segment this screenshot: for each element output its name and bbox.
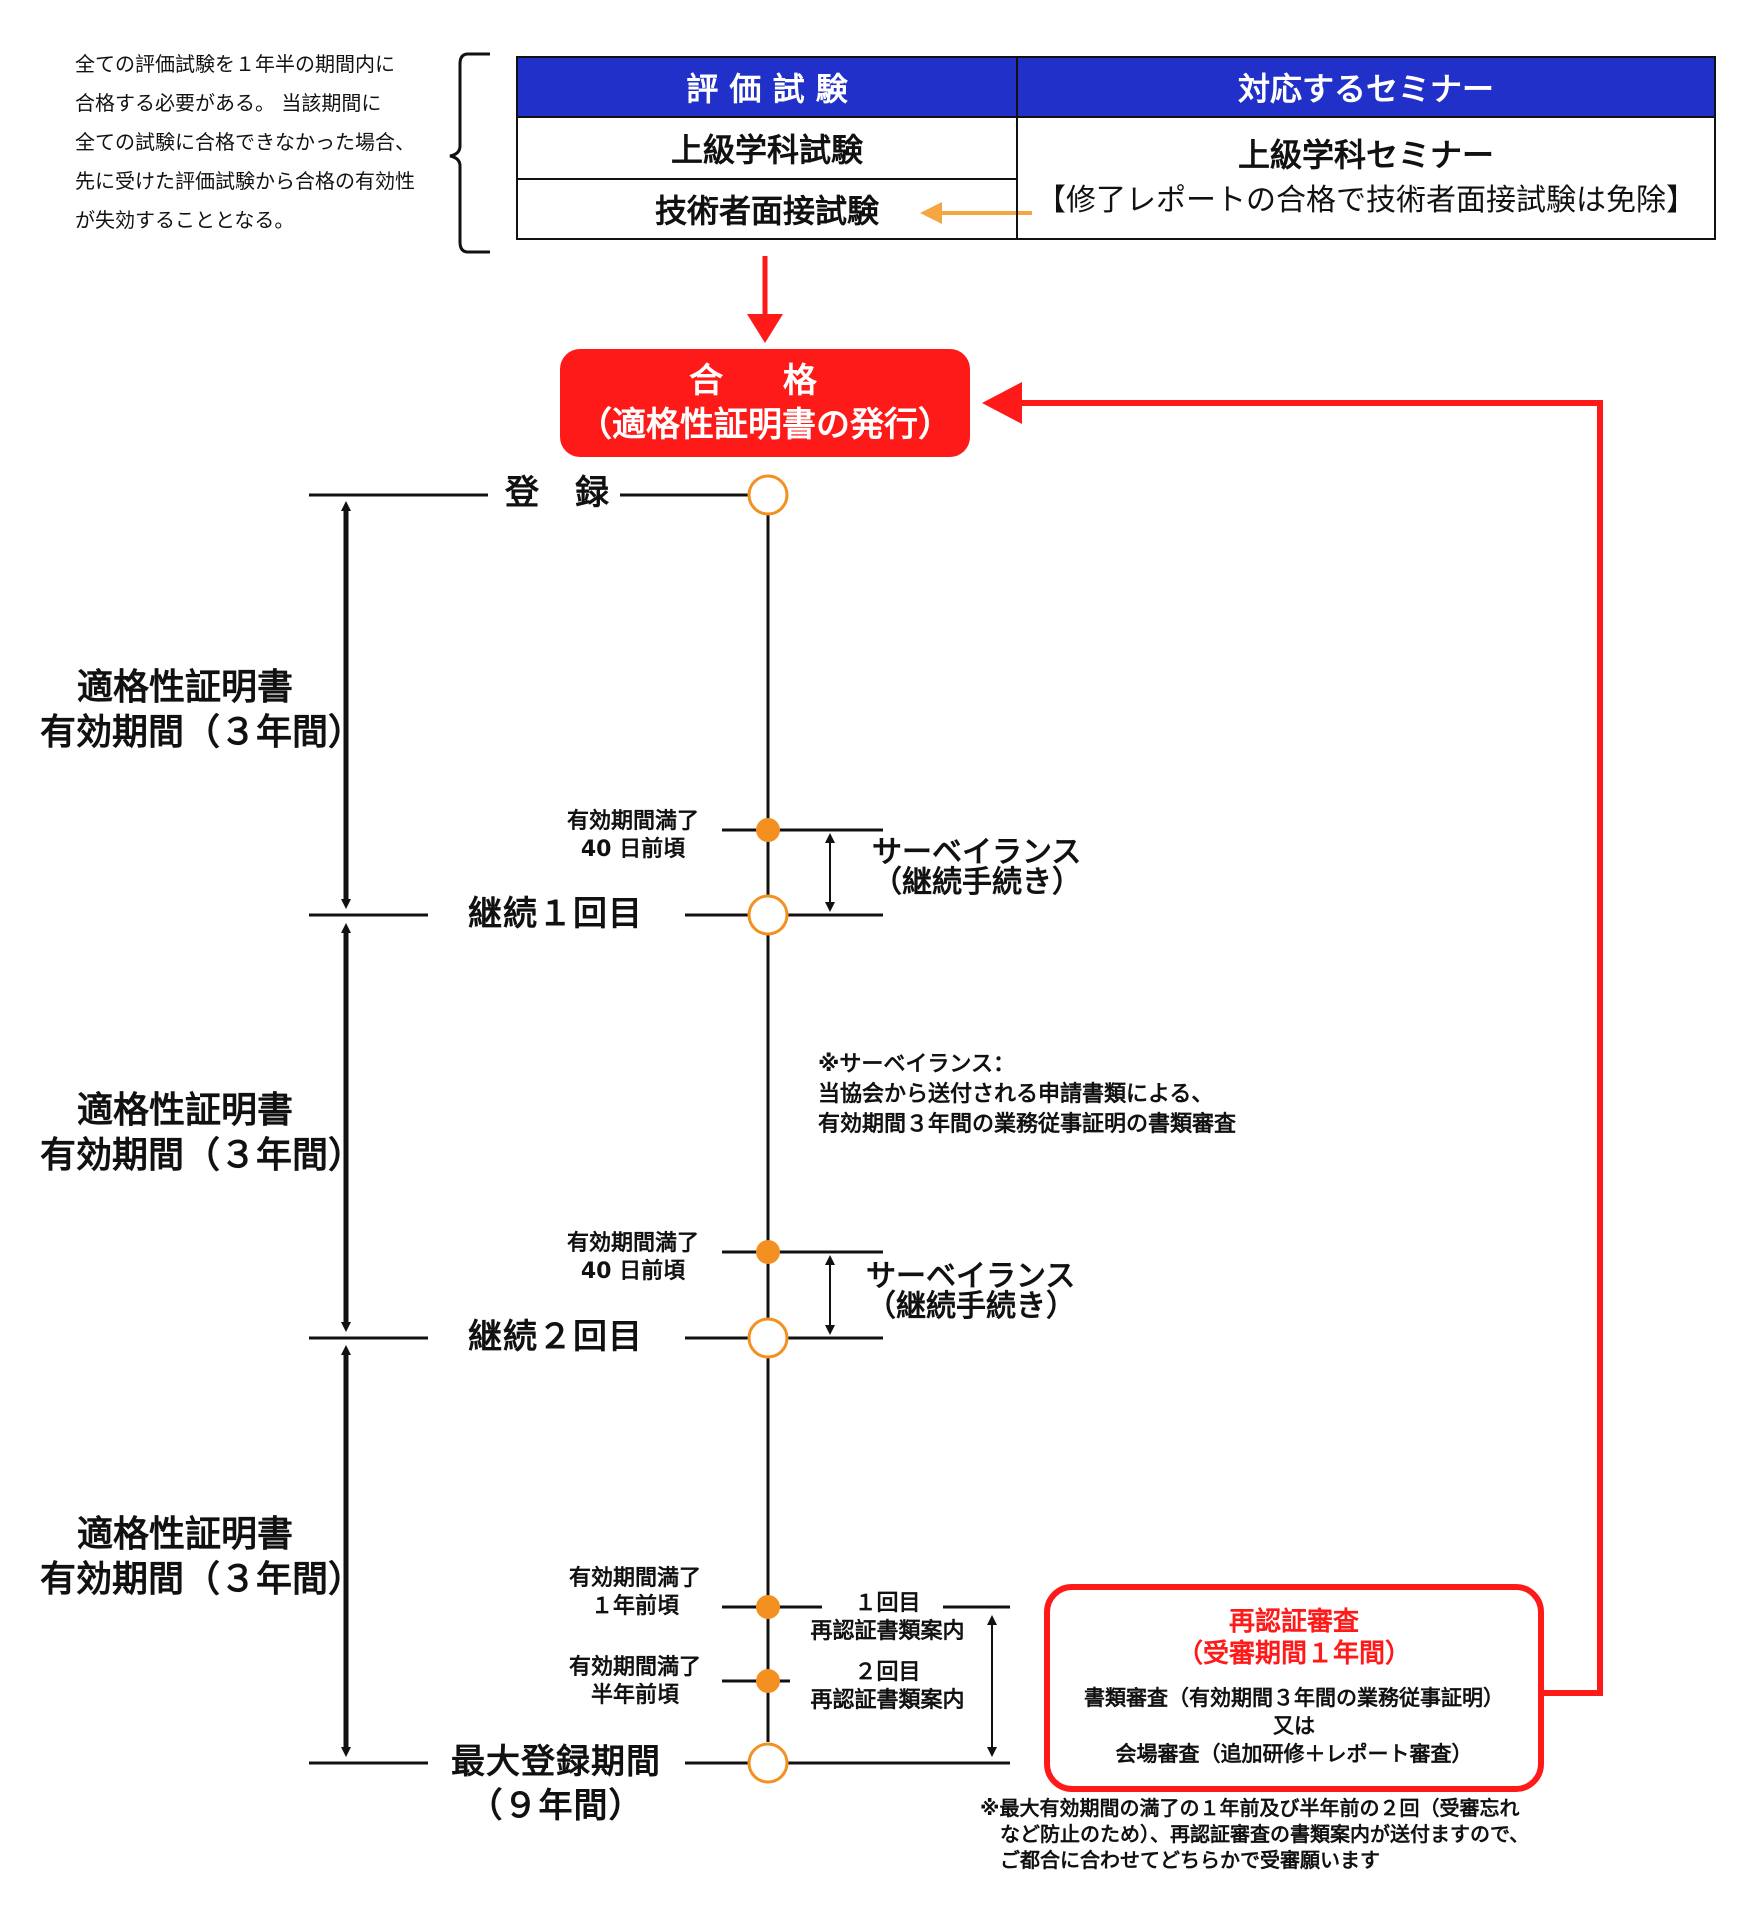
period-label-1: 適格性証明書 有効期間（３年間） — [40, 667, 365, 753]
surveillance-label-1: サーベイランス （継続手続き） — [872, 835, 1082, 900]
recert-return-head — [982, 382, 1022, 424]
header-exam: 評 価 試 験 — [516, 56, 1018, 118]
footer-note: ※最大有効期間の満了の１年前及び半年前の２回（受審忘れ など防止のため）、再認証… — [980, 1796, 1530, 1872]
circle-max — [747, 1742, 789, 1784]
expiry-40days-2: 有効期間満了 40 日前頃 — [566, 1231, 699, 1284]
exam-interview: 技術者面接試験 — [516, 178, 1018, 240]
period-label-3: 適格性証明書 有効期間（３年間） — [40, 1514, 365, 1600]
recert-subtitle: （受審期間１年間） — [1176, 1639, 1411, 1669]
renewal1-label: 継続１回目 — [468, 894, 643, 934]
exam-seminar-table: 評 価 試 験 対応するセミナー 上級学科試験 上級学科セミナー 【修了レポート… — [516, 56, 1716, 240]
brace — [449, 52, 490, 254]
dot-halfyear — [756, 1669, 780, 1693]
seminar-cell: 上級学科セミナー 【修了レポートの合格で技術者面接試験は免除】 — [1016, 116, 1716, 240]
recert-box: 再認証審査 （受審期間１年間） 書類審査（有効期間３年間の業務従事証明） 又は … — [1044, 1584, 1544, 1792]
pass-arrow-head — [747, 314, 783, 343]
recert-line2: 又は — [1273, 1714, 1315, 1738]
recert-line1: 書類審査（有効期間３年間の業務従事証明） — [1084, 1686, 1504, 1710]
expiry-1year: 有効期間満了 １年前頃 — [568, 1566, 701, 1619]
expiry-halfyear: 有効期間満了 半年前頃 — [568, 1655, 701, 1708]
circle-registration — [747, 474, 789, 516]
recert-line3: 会場審査（追加研修＋レポート審査） — [1115, 1742, 1473, 1766]
exam-advanced: 上級学科試験 — [516, 116, 1018, 180]
surveillance-label-2: サーベイランス （継続手続き） — [866, 1259, 1076, 1324]
circle-renewal1 — [747, 894, 789, 936]
registration-label: 登 録 — [505, 473, 610, 513]
validity-note: 全ての評価試験を１年半の期間内に 合格する必要がある。 当該期間に 全ての試験に… — [75, 52, 415, 232]
pass-box: 合 格 （適格性証明書の発行） — [560, 349, 970, 457]
dot-1year — [756, 1595, 780, 1619]
renewal2-label: 継続２回目 — [468, 1317, 643, 1357]
surveillance-note: ※サーベイランス： 当協会から送付される申請書類による、 有効期間３年間の業務従… — [818, 1052, 1237, 1137]
seminar-name: 上級学科セミナー — [1237, 136, 1494, 174]
guide-2: ２回目 再認証書類案内 — [810, 1660, 965, 1713]
header-seminar: 対応するセミナー — [1016, 56, 1716, 118]
recert-return-line — [1010, 400, 1603, 1696]
guide-1: １回目 再認証書類案内 — [810, 1591, 965, 1644]
expiry-40days-1: 有効期間満了 40 日前頃 — [566, 809, 699, 862]
dot-40days-2 — [756, 1240, 780, 1264]
period-label-2: 適格性証明書 有効期間（３年間） — [40, 1090, 365, 1176]
pass-title: 合 格 — [689, 361, 841, 401]
circle-renewal2 — [747, 1317, 789, 1359]
pass-subtitle: （適格性証明書の発行） — [578, 405, 952, 445]
seminar-exemption-note: 【修了レポートの合格で技術者面接試験は免除】 — [1036, 183, 1696, 218]
recert-title: 再認証審査 — [1228, 1607, 1359, 1637]
dot-40days-1 — [756, 818, 780, 842]
max-period-label: 最大登録期間 （９年間） — [451, 1742, 661, 1826]
